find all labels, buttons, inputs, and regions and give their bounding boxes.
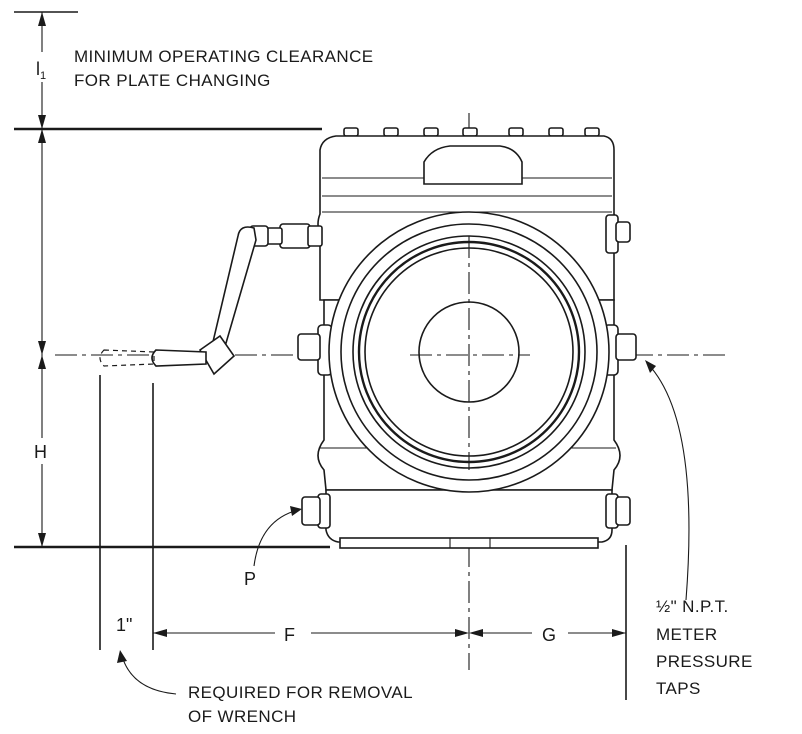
label-p: P <box>244 569 256 589</box>
dim-one-inch-label: 1" <box>116 615 132 635</box>
operating-wrench <box>99 223 323 376</box>
dim-g-label: G <box>542 625 556 645</box>
wrench-caption-line2: OF WRENCH <box>188 707 296 726</box>
dim-f-label: F <box>284 625 295 645</box>
p-leader <box>253 506 302 567</box>
bottom-dimension-lines <box>99 375 627 700</box>
taps-caption-line4: TAPS <box>656 679 701 698</box>
f-label-bg <box>275 620 311 644</box>
l1-label-bg <box>30 52 54 82</box>
dim-h-label: H <box>34 442 47 462</box>
clearance-caption-line1: MINIMUM OPERATING CLEARANCE <box>74 47 374 66</box>
h-label-bg <box>30 438 54 464</box>
g-label-bg <box>532 620 568 644</box>
top-bolts <box>343 127 600 137</box>
pressure-taps-leader <box>645 360 690 601</box>
center-lines-overlay <box>410 236 530 470</box>
clearance-caption-line2: FOR PLATE CHANGING <box>74 71 271 90</box>
wrench-removal-leader <box>117 650 177 695</box>
dim-l1-label: l1 <box>36 59 46 82</box>
taps-caption-line3: PRESSURE <box>656 652 753 671</box>
taps-caption-line1: ½" N.P.T. <box>656 597 729 616</box>
extension-lines <box>14 11 330 549</box>
taps-caption-line2: METER <box>656 625 718 644</box>
vertical-dimension-line <box>38 12 46 547</box>
wrench-caption-line1: REQUIRED FOR REMOVAL <box>188 683 413 702</box>
